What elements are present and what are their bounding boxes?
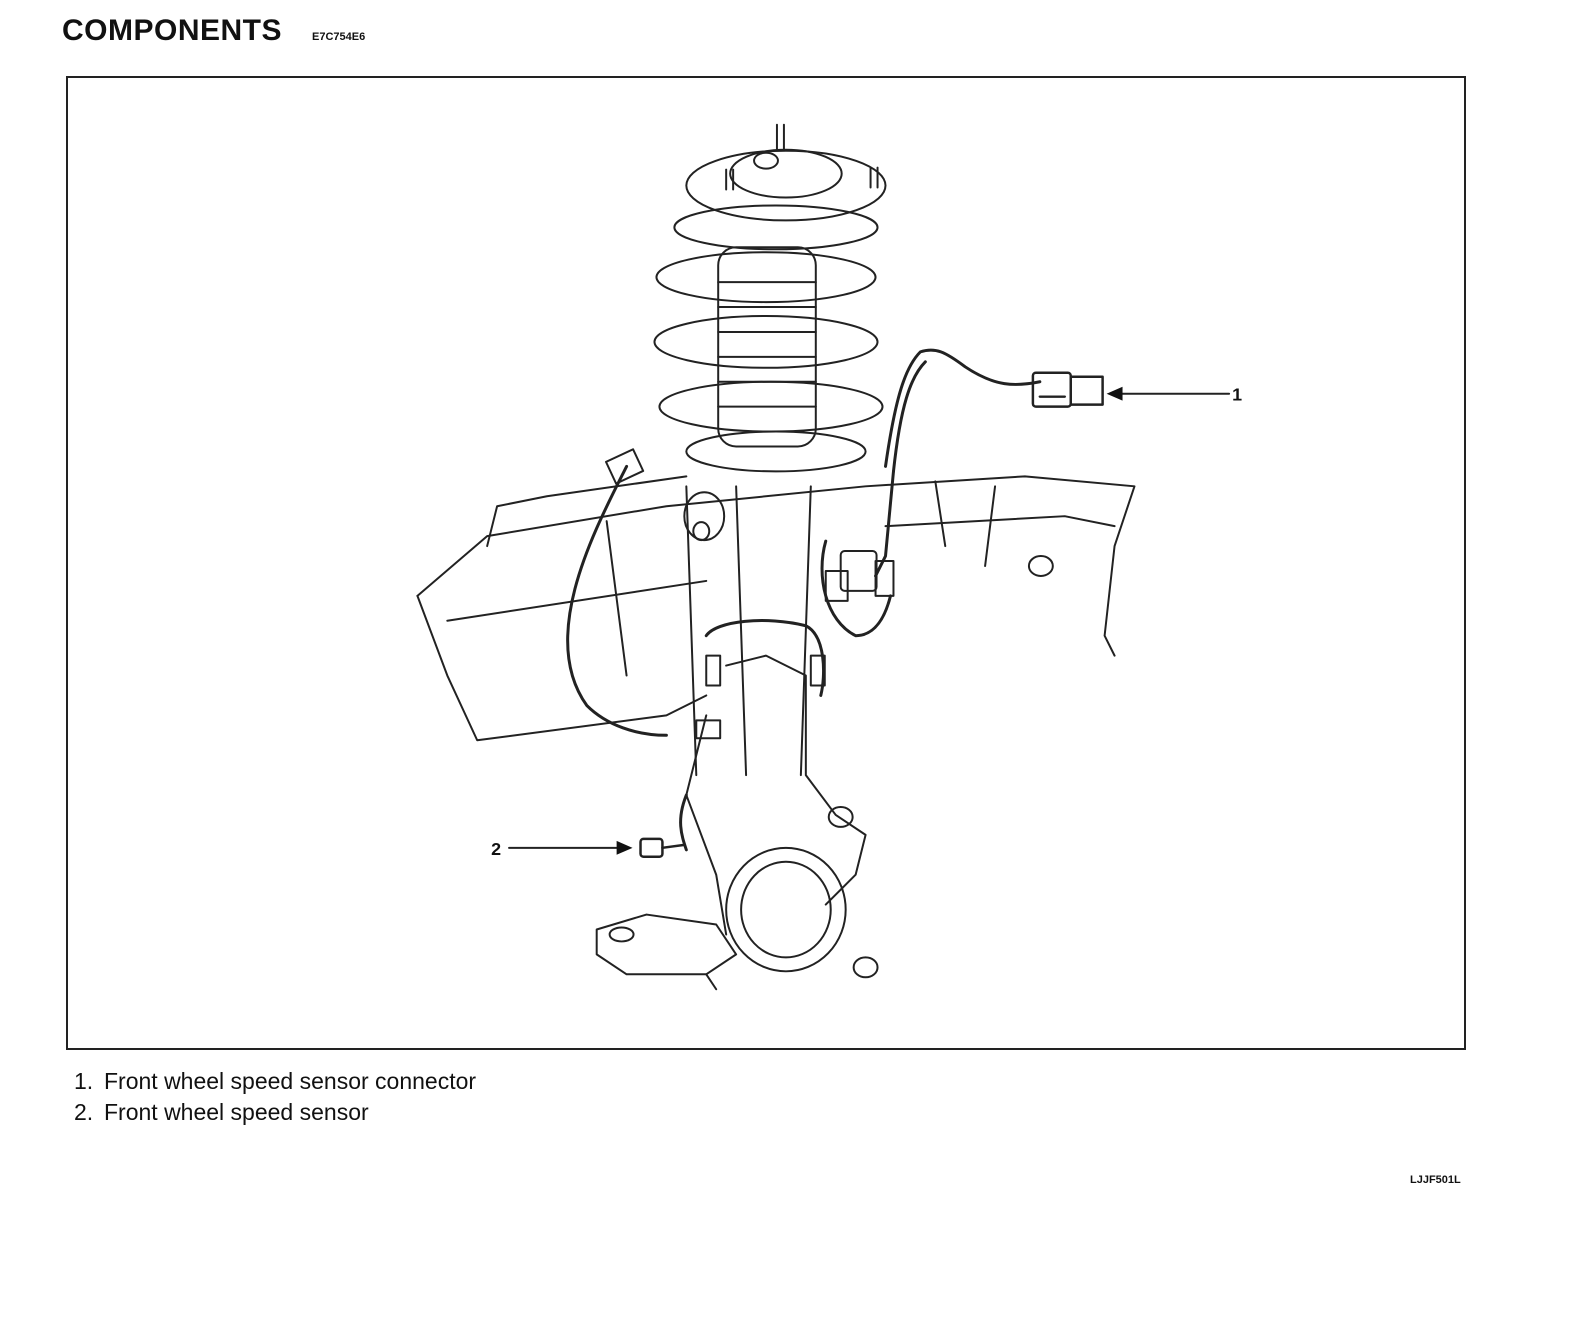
legend-item-number: 2. xyxy=(74,1099,94,1125)
wiring-harness-drawing xyxy=(566,348,1042,852)
document-code: E7C754E6 xyxy=(312,31,366,43)
speed-sensor-drawing xyxy=(639,837,686,859)
legend-item: 1. Front wheel speed sensor connector xyxy=(74,1066,476,1097)
figure-code: LJJF501L xyxy=(1410,1174,1461,1186)
dust-boot-drawing xyxy=(717,246,817,448)
steering-knuckle-drawing xyxy=(595,654,879,991)
strut-assembly-drawing: 1 2 xyxy=(416,123,1242,991)
callout-2: 2 xyxy=(491,839,633,859)
components-figure: 1 2 xyxy=(66,76,1466,1050)
subframe-drawing xyxy=(416,475,1136,742)
top-mount-drawing xyxy=(685,123,887,222)
page-header: COMPONENTS E7C754E6 xyxy=(62,14,365,48)
sensor-connector-drawing xyxy=(1031,371,1104,408)
legend-item-label: Front wheel speed sensor xyxy=(104,1099,369,1125)
legend: 1. Front wheel speed sensor connector 2.… xyxy=(74,1066,476,1128)
legend-item-label: Front wheel speed sensor connector xyxy=(104,1068,477,1094)
legend-item: 2. Front wheel speed sensor xyxy=(74,1097,476,1128)
legend-item-number: 1. xyxy=(74,1068,94,1094)
callout-1: 1 xyxy=(1106,385,1242,405)
page-title: COMPONENTS xyxy=(62,14,283,47)
strut-body-drawing xyxy=(683,485,812,777)
coil-spring-drawing xyxy=(653,204,884,473)
callout-1-number: 1 xyxy=(1232,385,1242,405)
connectors-drawing xyxy=(604,448,895,740)
callout-2-number: 2 xyxy=(491,839,501,859)
